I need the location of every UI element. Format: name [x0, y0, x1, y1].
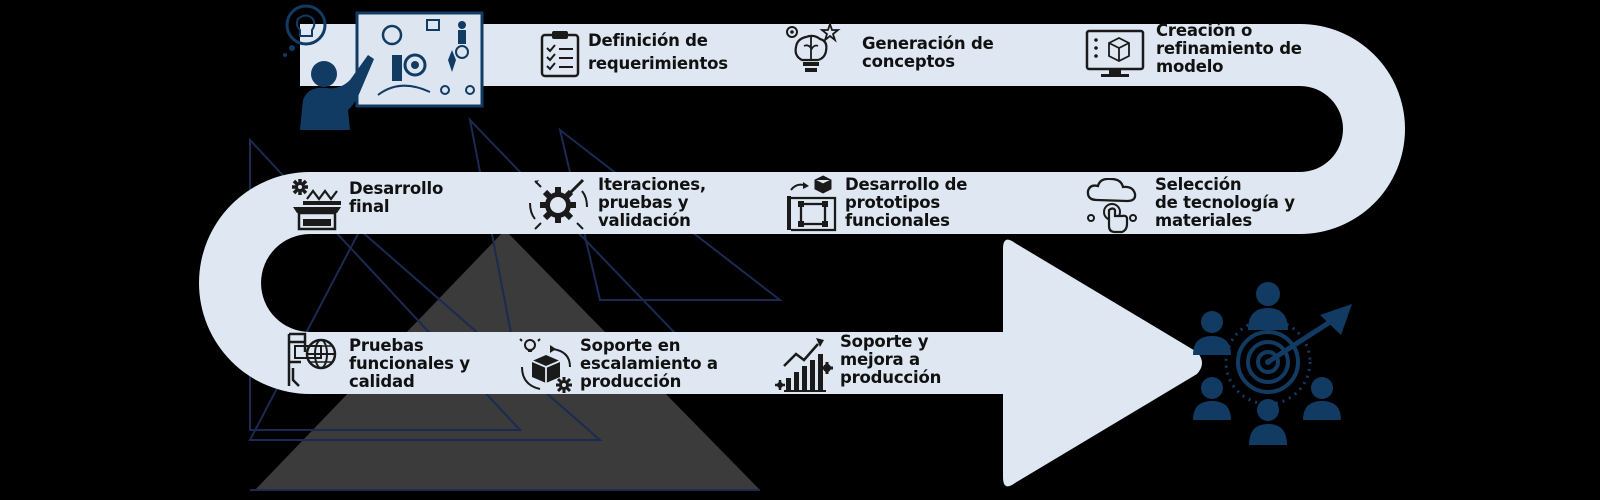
caliper-globe-icon: [287, 332, 337, 387]
gear-cycle-icon: [529, 178, 588, 230]
target-team-icon: [1193, 282, 1352, 445]
cloud-hand-icon: [1086, 178, 1137, 234]
box-cycle-icon: [519, 337, 572, 393]
monitor-cube-icon: [1085, 29, 1145, 77]
brain-bulb-icon: [786, 22, 841, 72]
clipboard-checklist-icon: [540, 31, 580, 78]
growth-chart-icon: [775, 338, 833, 392]
blueprint-cube-icon: [787, 175, 837, 232]
gear-spring-box-icon: [292, 179, 341, 231]
presenter-board-icon: [283, 4, 484, 130]
